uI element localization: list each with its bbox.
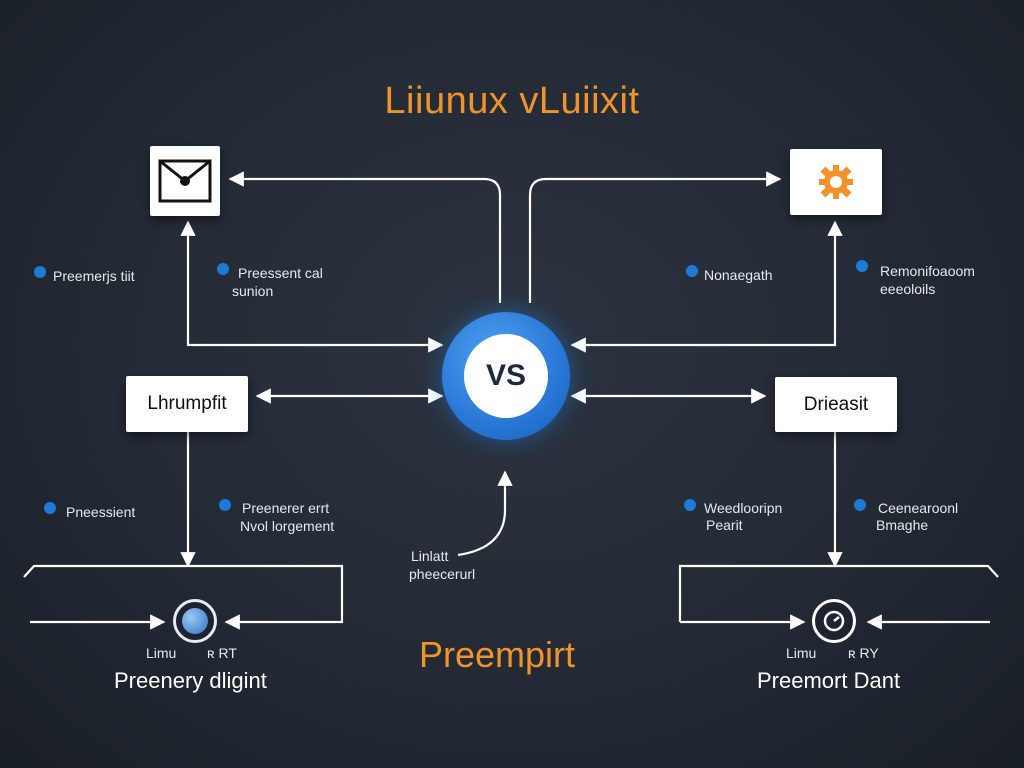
bottom-right-label: Preemort Dant xyxy=(757,668,901,693)
note-top-left-a: Preemerjs tiit xyxy=(53,268,135,284)
arrow-center-up xyxy=(457,470,513,557)
note-bottom-right-b-line1: Ceenearoonl xyxy=(878,500,959,516)
vs-hub: VS xyxy=(442,312,570,440)
diagram-title: Liiunux vLuiixit xyxy=(384,80,640,122)
note-bottom-right-b-line2: Bmaghe xyxy=(876,517,929,533)
right-node-box: Drieasit xyxy=(775,377,897,432)
bullet-dot xyxy=(856,260,868,272)
note-top-left-b-line2: sunion xyxy=(232,283,274,299)
envelope-icon-box xyxy=(150,146,220,216)
bottom-right-small-left: Limu xyxy=(786,645,817,661)
bottom-left-small-right: ʀ RT xyxy=(207,645,237,661)
envelope-icon xyxy=(158,159,212,203)
arrow-top-left-down-to-hub xyxy=(180,220,444,353)
footer-title: Preempirt xyxy=(419,634,576,675)
note-top-right-b-line1: Remonifoaoom xyxy=(880,263,975,279)
note-bottom-left-b-line2: Nvol lorgement xyxy=(240,518,335,534)
bracket-bottom-right xyxy=(678,564,999,622)
note-top-right-b-line2: eeeoloils xyxy=(880,281,936,297)
gear-icon-box xyxy=(790,149,882,215)
clock-icon xyxy=(812,599,856,643)
gear-icon xyxy=(819,165,853,199)
bracket-bottom-left xyxy=(23,564,344,624)
vs-hub-label: VS xyxy=(464,334,548,418)
note-top-left-b-line1: Preessent cal xyxy=(238,265,323,281)
note-top-right-a: Nonaegath xyxy=(704,267,773,283)
bullet-dot xyxy=(854,499,866,511)
note-bottom-left-b-line1: Preenerer errt xyxy=(242,500,330,516)
bullet-dot xyxy=(34,266,46,278)
left-node-box: Lhrumpfit xyxy=(126,376,248,432)
note-center-line2: pheecerurl xyxy=(409,566,476,582)
bullet-dot xyxy=(684,499,696,511)
chat-bubble-icon xyxy=(173,599,217,643)
bullet-dot xyxy=(686,265,698,277)
bullet-dot xyxy=(44,502,56,514)
bullet-dot xyxy=(217,263,229,275)
bottom-right-small-right: ʀ RY xyxy=(848,645,879,661)
bottom-left-small-left: Limu xyxy=(146,645,177,661)
note-bottom-right-a-line2: Pearit xyxy=(706,517,743,533)
arrow-to-top-left-box xyxy=(228,171,502,303)
arrow-top-right-down-to-hub xyxy=(570,220,843,353)
note-bottom-left-a: Pneessient xyxy=(66,504,136,520)
note-bottom-right-a-line1: Weedlooripn xyxy=(704,500,783,516)
bullet-dot xyxy=(219,499,231,511)
note-center-line1: Linlatt xyxy=(411,548,449,564)
arrow-to-top-right-box xyxy=(528,171,782,303)
bottom-left-label: Preenery dligint xyxy=(114,668,267,693)
